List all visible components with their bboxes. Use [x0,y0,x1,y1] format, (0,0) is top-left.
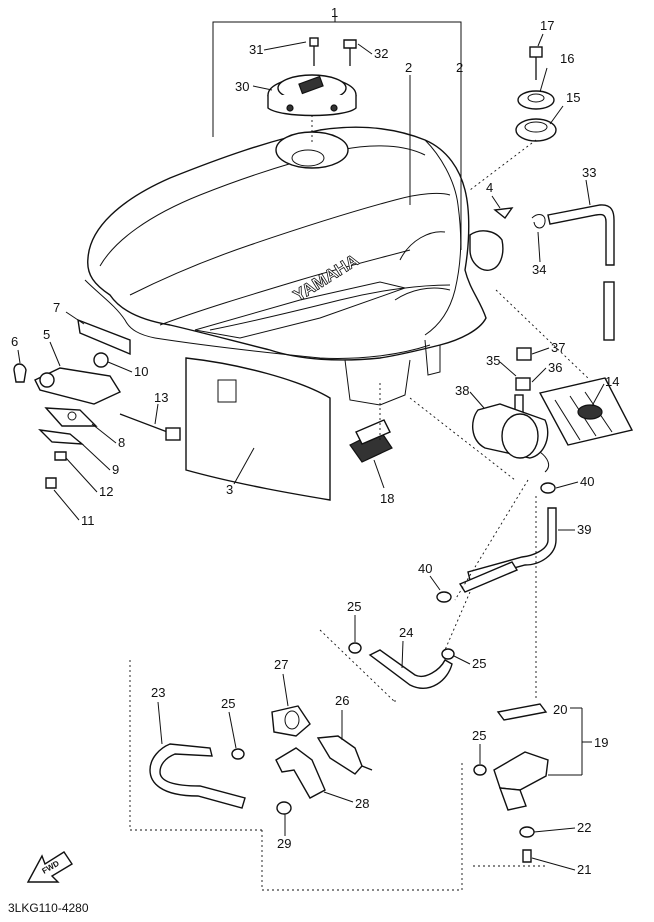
callout-36: 36 [548,360,562,375]
leader-lines [129,14,592,891]
callout-19: 19 [594,735,608,750]
callout-35: 35 [486,353,500,368]
callout-3: 3 [226,482,233,497]
callout-14: 14 [605,374,619,389]
callout-8: 8 [118,435,125,450]
callout-11: 11 [81,513,95,528]
callout-38: 38 [455,383,469,398]
callout-29: 29 [277,836,291,851]
callout-23: 23 [151,685,165,700]
callout-18: 18 [380,491,394,506]
pump-assembly [472,347,634,473]
fuel-filter-assembly [271,705,373,815]
callout-6: 6 [11,334,18,349]
filler-cap-assembly [267,37,357,145]
callout-15: 15 [566,90,580,105]
callout-30: 30 [235,79,249,94]
fuel-cock-assembly [473,703,549,863]
callout-40a: 40 [580,474,594,489]
callout-13: 13 [154,390,168,405]
callout-22: 22 [577,820,591,835]
callout-2a: 2 [405,60,412,75]
callout-16: 16 [560,51,574,66]
forward-arrow: FWD [26,851,73,883]
callout-4: 4 [486,180,493,195]
callout-25a: 25 [347,599,361,614]
damper-bolt-assembly [515,46,557,142]
callout-7: 7 [53,300,60,315]
callout-27: 27 [274,657,288,672]
callout-1: 1 [331,5,338,20]
drawing-code: 3LKG110-4280 [8,901,89,915]
callout-2b: 2 [456,60,463,75]
callout-5: 5 [43,327,50,342]
fuel-hoses [149,482,557,809]
callout-26a: 26 [335,693,349,708]
callout-20: 20 [553,702,567,717]
callout-33: 33 [582,165,596,180]
callout-34: 34 [532,262,546,277]
callout-25d: 25 [472,728,486,743]
breather-hose-33 [493,204,615,341]
callout-37: 37 [551,340,565,355]
callout-17: 17 [540,18,554,33]
callout-40b: 40 [418,561,432,576]
callout-31: 31 [249,42,263,57]
callout-25c: 25 [221,696,235,711]
callout-10: 10 [134,364,148,379]
fuel-tank: YAMAHA [84,126,504,406]
callout-21: 21 [577,862,591,877]
callout-24: 24 [399,625,413,640]
callout-39: 39 [577,522,591,537]
callout-labels: 1 2 2 3 4 5 6 7 8 9 10 11 12 13 14 15 16… [11,5,619,877]
callout-12: 12 [99,484,113,499]
callout-25b: 25 [472,656,486,671]
callout-9: 9 [112,462,119,477]
callout-32: 32 [374,46,388,61]
callout-28: 28 [355,796,369,811]
